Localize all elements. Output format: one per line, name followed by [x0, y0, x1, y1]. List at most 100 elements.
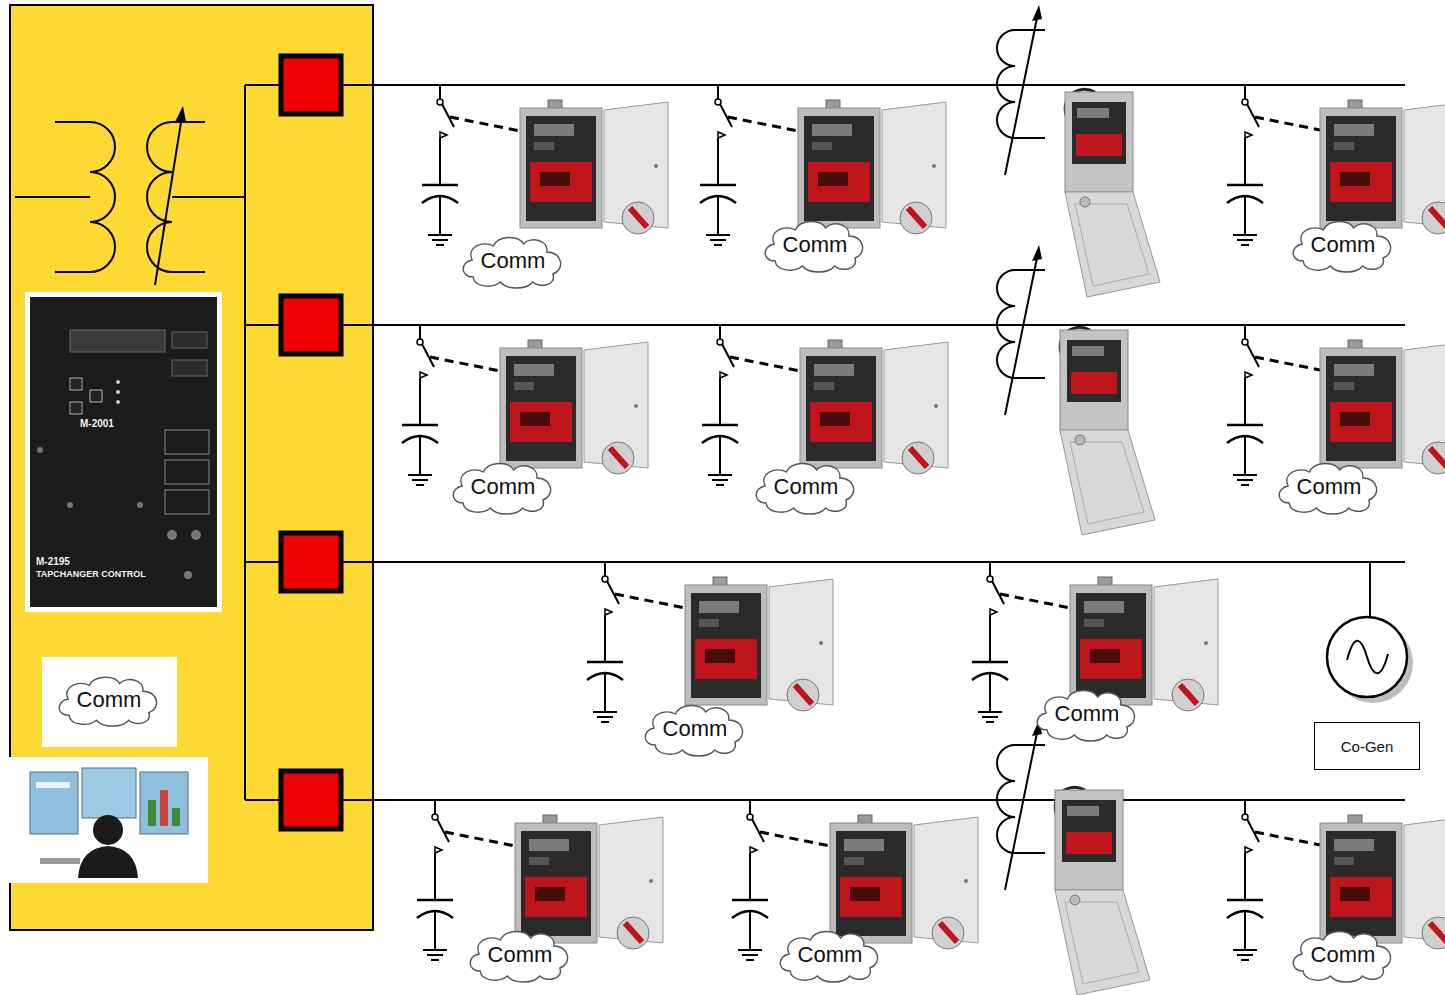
panel-label: M-2195: [36, 556, 70, 567]
tapchanger-control-panel-part: [70, 402, 82, 414]
operator-icon-part: [160, 790, 168, 826]
tapchanger-control-panel-part: [67, 502, 73, 508]
system-drawing-part: [997, 720, 1045, 890]
comm-panel: [42, 657, 177, 747]
tapchanger-control-panel-part: [184, 571, 192, 579]
bus-and-breakers-part: [281, 56, 341, 114]
system-drawing-part: [700, 85, 798, 245]
bus-and-breakers-part: [281, 771, 341, 829]
comm-label: Comm: [774, 474, 839, 500]
generator-symbol-part: [1347, 641, 1388, 673]
generator-symbol: [1327, 562, 1413, 703]
bus-and-breakers-part: [281, 533, 341, 591]
system-drawing-part: [515, 815, 663, 949]
bus-and-breakers-part: [245, 799, 282, 801]
bus-and-breakers: [245, 56, 1405, 829]
tapchanger-control-panel-part: [137, 502, 143, 508]
transformer-symbol-part: [172, 196, 245, 198]
tapchanger-control-panel-part: [37, 447, 43, 453]
system-drawing-part: [1227, 800, 1325, 960]
tapchanger-control-panel-part: [30, 297, 217, 607]
bus-and-breakers-part: [245, 561, 282, 563]
tapchanger-control-panel: [25, 292, 222, 612]
system-drawing-part: [1320, 340, 1445, 474]
panel-label: M-2001: [80, 418, 114, 429]
cloud-shape: [1293, 221, 1390, 272]
tapchanger-control-panel-part: [25, 292, 222, 612]
system-drawing-part: [1320, 815, 1445, 949]
tapchanger-control-panel-part: [70, 330, 165, 352]
comm-cloud: Comm: [458, 232, 569, 290]
comm-label: Comm: [1055, 701, 1120, 727]
transformer-symbol-part: [15, 196, 90, 198]
comm-label: Comm: [471, 474, 536, 500]
cogen-label: Co-Gen: [1341, 738, 1394, 755]
operator-icon-part: [93, 815, 123, 845]
comm-label: Comm: [1297, 474, 1362, 500]
system-drawing-part: [702, 325, 800, 485]
tapchanger-control-panel-part: [167, 530, 177, 540]
transformer-symbol-part: [155, 116, 182, 285]
system-drawing-part: [800, 340, 948, 474]
cloud-shape: [463, 237, 560, 288]
system-drawing-part: [402, 325, 500, 485]
bus-and-breakers-part: [245, 84, 282, 86]
comm-cloud: Comm: [54, 672, 165, 728]
cloud-shape: [756, 463, 853, 514]
system-drawing-part: [1065, 89, 1160, 297]
generator-symbol-part: [1327, 617, 1407, 697]
cloud-shape: [765, 221, 862, 272]
system-drawing-part: [685, 577, 833, 711]
comm-cloud: Comm: [448, 458, 559, 516]
bus-and-breakers-part: [244, 85, 246, 800]
comm-label: Comm: [1311, 942, 1376, 968]
transformer-symbol: [15, 106, 245, 285]
operator-icon-part: [40, 858, 80, 864]
tapchanger-control-panel-part: [116, 400, 120, 404]
tapchanger-control-panel-part: [116, 380, 120, 384]
tapchanger-control-panel-part: [191, 530, 201, 540]
operator-icon-part: [172, 808, 180, 826]
tapchanger-control-panel-part: [70, 378, 82, 390]
comm-label: Comm: [77, 687, 142, 713]
tapchanger-control-panel-part: [90, 390, 102, 402]
system-drawing-part: [1055, 787, 1150, 995]
comm-label: Comm: [488, 942, 553, 968]
bus-and-breakers-part: [342, 561, 1405, 563]
system-drawing-part: [997, 245, 1045, 415]
operator-icon-part: [30, 772, 78, 834]
system-drawing-part: [417, 800, 515, 960]
operator-icon: [8, 757, 208, 883]
tapchanger-control-panel-part: [116, 390, 120, 394]
cloud-shape: [59, 677, 156, 726]
generator-symbol-part: [1369, 562, 1371, 617]
system-drawing-part: [1060, 327, 1155, 535]
operator-icon-part: [8, 757, 208, 883]
bus-and-breakers-part: [281, 296, 341, 354]
comm-cloud: Comm: [760, 216, 871, 274]
operator-icon-part: [140, 772, 188, 834]
operator-icon-part: [36, 782, 70, 788]
comm-cloud: Comm: [640, 700, 751, 758]
system-drawing-part: [422, 85, 520, 245]
tapchanger-control-panel-part: [165, 490, 209, 514]
cloud-shape: [1279, 463, 1376, 514]
cloud-shape: [453, 463, 550, 514]
comm-cloud: Comm: [775, 926, 886, 984]
comm-label: Comm: [663, 716, 728, 742]
system-drawing-part: [500, 340, 648, 474]
system-drawing-part: [520, 100, 668, 234]
operator-icon-part: [78, 846, 138, 878]
tapchanger-control-panel-part: [172, 360, 207, 376]
comm-label: Comm: [798, 942, 863, 968]
system-drawing-part: [1320, 100, 1445, 234]
comm-cloud: Comm: [751, 458, 862, 516]
comm-cloud: Comm: [465, 926, 576, 984]
cloud-shape: [1037, 690, 1134, 741]
bus-and-breakers-part: [245, 324, 282, 326]
comm-cloud: Comm: [1288, 216, 1399, 274]
transformer-symbol-part: [55, 122, 115, 272]
comm-label: Comm: [1311, 232, 1376, 258]
tapchanger-control-panel-part: [172, 332, 207, 348]
